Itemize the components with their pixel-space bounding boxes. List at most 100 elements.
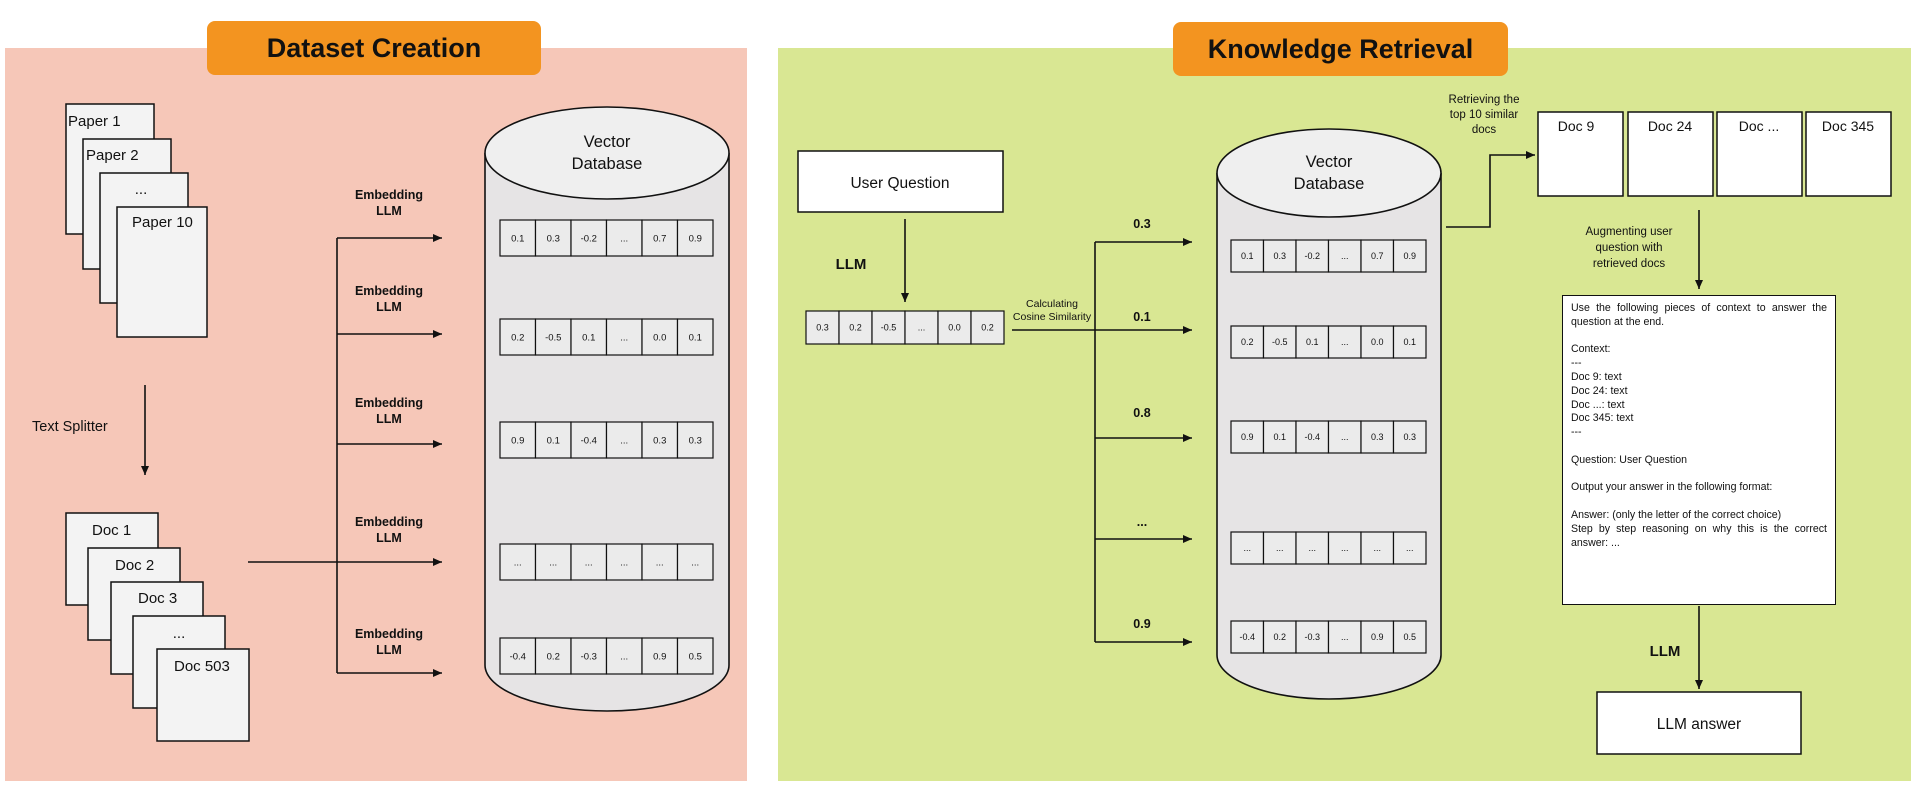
user-question-box [797, 150, 1004, 213]
embedding-vector [499, 219, 714, 257]
llm-label: LLM [836, 256, 867, 273]
vector-value: 0.2 [849, 323, 862, 333]
vector-cell [1392, 620, 1427, 654]
prompt-text: Use the following pieces of context to a… [1571, 302, 1827, 550]
prompt-line: --- [1571, 426, 1582, 439]
knowledge-retrieval-title: Knowledge Retrieval [1173, 22, 1508, 76]
vector-cell [676, 318, 714, 356]
vector-value: 0.0 [948, 323, 961, 333]
vector-cell [1392, 239, 1427, 273]
embedding-vector [499, 421, 714, 459]
similarity-score: 0.9 [1133, 617, 1150, 631]
vector-value: -0.5 [1272, 337, 1288, 347]
vector-cell [534, 637, 572, 675]
vector-value: ... [1373, 543, 1381, 553]
llm-answer-label: LLM answer [1657, 716, 1741, 733]
vector-cell [499, 637, 537, 675]
vector-value: -0.4 [581, 435, 597, 446]
vector-cell [1360, 420, 1395, 454]
vector-cell [534, 219, 572, 257]
vector-value: -0.4 [510, 651, 526, 662]
paper-label: Paper 10 [132, 214, 193, 231]
vector-value: ... [1341, 337, 1349, 347]
vector-value: 0.1 [1306, 337, 1319, 347]
vector-value: 0.9 [1241, 432, 1254, 442]
vector-value: 0.1 [511, 233, 524, 244]
vector-value: ... [1406, 543, 1414, 553]
vector-cell [499, 543, 537, 581]
prompt-line: Question: User Question [1571, 453, 1687, 466]
vector-value: 0.3 [547, 233, 560, 244]
vector-cell [676, 421, 714, 459]
vector-cell [1230, 531, 1265, 565]
vector-cell [1295, 420, 1330, 454]
vector-cell [605, 318, 643, 356]
vector-cell [1230, 620, 1265, 654]
vector-value: -0.4 [1239, 632, 1255, 642]
vector-cell [641, 421, 679, 459]
vector-value: 0.7 [1371, 251, 1384, 261]
similarity-score: 0.1 [1133, 310, 1150, 324]
retrieved-doc-label: Doc 9 [1558, 118, 1595, 134]
vector-cell [570, 637, 608, 675]
prompt-line: Context: [1571, 343, 1611, 356]
vector-value: 0.2 [981, 323, 994, 333]
vector-value: ... [1341, 251, 1349, 261]
vector-database-right [1216, 128, 1442, 700]
vector-cell [605, 421, 643, 459]
stored-vector [1230, 420, 1427, 454]
doc-label: Doc 1 [92, 522, 131, 539]
vector-cell [1327, 620, 1362, 654]
doc-label: ... [173, 625, 186, 642]
vector-cell [1327, 531, 1362, 565]
similarity-score: 0.8 [1133, 406, 1150, 420]
paper-label: Paper 1 [68, 113, 121, 130]
embedding-vector [499, 637, 714, 675]
retrieved-doc-label: Doc 24 [1648, 118, 1693, 134]
query-vector [805, 310, 1005, 345]
prompt-line: Doc 9: text [1571, 370, 1622, 383]
vector-value: ... [1276, 543, 1284, 553]
dataset-creation-title: Dataset Creation [207, 21, 541, 75]
vector-value: ... [691, 557, 699, 568]
vector-cell [1230, 239, 1265, 273]
vector-cell [1262, 239, 1297, 273]
vector-value: -0.3 [1304, 632, 1320, 642]
retrieve-arrow [1446, 151, 1535, 228]
vector-value: -0.5 [545, 332, 561, 343]
prompt-line: Doc 345: text [1571, 412, 1634, 425]
vector-value: 0.3 [1371, 432, 1384, 442]
vector-value: 0.1 [689, 332, 702, 343]
vector-value: 0.2 [547, 651, 560, 662]
retrieved-doc-label: Doc 345 [1822, 118, 1874, 134]
doc-card [156, 648, 250, 742]
prompt-line: Doc ...: text [1571, 398, 1625, 411]
vector-value: ... [549, 557, 557, 568]
prompt-line: Step by step reasoning on why this is th… [1571, 522, 1827, 549]
vector-value: ... [620, 651, 628, 662]
doc-label: Doc 3 [138, 590, 177, 607]
vector-value: 0.9 [1371, 632, 1384, 642]
vector-cell [499, 219, 537, 257]
vector-value: ... [1308, 543, 1316, 553]
vector-value: 0.0 [653, 332, 666, 343]
vector-cell [1392, 325, 1427, 359]
retrieved-doc-box [1716, 111, 1803, 197]
retrieved-doc-box [1627, 111, 1714, 197]
prompt-line: Doc 24: text [1571, 384, 1628, 397]
vector-value: 0.0 [1371, 337, 1384, 347]
vector-cell [1392, 420, 1427, 454]
prompt-line [1571, 440, 1827, 454]
vector-value: -0.3 [581, 651, 597, 662]
vector-value: 0.1 [1241, 251, 1254, 261]
llm-label: LLM [1650, 643, 1681, 660]
vector-cell [1360, 239, 1395, 273]
vector-value: -0.2 [1304, 251, 1320, 261]
